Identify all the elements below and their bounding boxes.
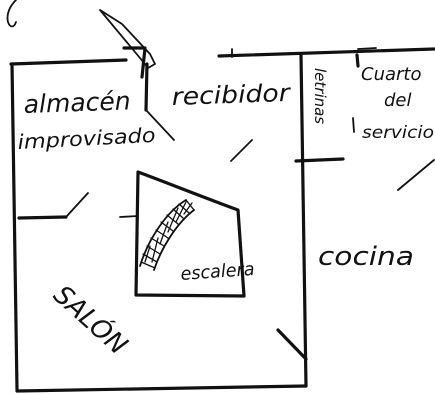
wall-stair-stub (119, 215, 139, 218)
top-door (99, 9, 156, 79)
outer-wall-bottom (15, 384, 308, 393)
label-cocina: cocina (318, 242, 414, 272)
door-almacen (145, 109, 175, 141)
outer-wall-top-left (9, 58, 128, 66)
wall-letrinas-cuarto (355, 53, 360, 68)
outer-wall-left (10, 62, 19, 392)
door-service (397, 159, 435, 191)
door-salon (276, 328, 308, 361)
label-letrinas: letrinas (311, 68, 329, 124)
label-recibidor: recibidor (171, 79, 292, 111)
cuarto-bracket (352, 117, 355, 133)
wall-almacen-recibidor (144, 62, 149, 112)
label-servicio: servicio (362, 123, 434, 143)
staircase-room (134, 170, 246, 298)
label-cuarto: Cuarto (361, 64, 421, 85)
stair-hatching (139, 199, 195, 271)
label-salon: SALÓN (47, 278, 134, 361)
label-escalera: escalera (180, 259, 255, 285)
wall-left-stub (17, 215, 68, 220)
label-almacen: almacén (23, 86, 131, 119)
door-recibidor (230, 139, 253, 162)
outer-wall-top-right (217, 47, 435, 58)
wall-service-ledge (294, 157, 345, 163)
label-improvisado: improvisado (17, 123, 156, 154)
wall-recibidor-letrinas (299, 53, 308, 388)
wall-cuarto-top (357, 47, 377, 50)
door-left (65, 192, 89, 218)
edge-glyph (6, 0, 17, 28)
label-del: del (384, 90, 412, 111)
